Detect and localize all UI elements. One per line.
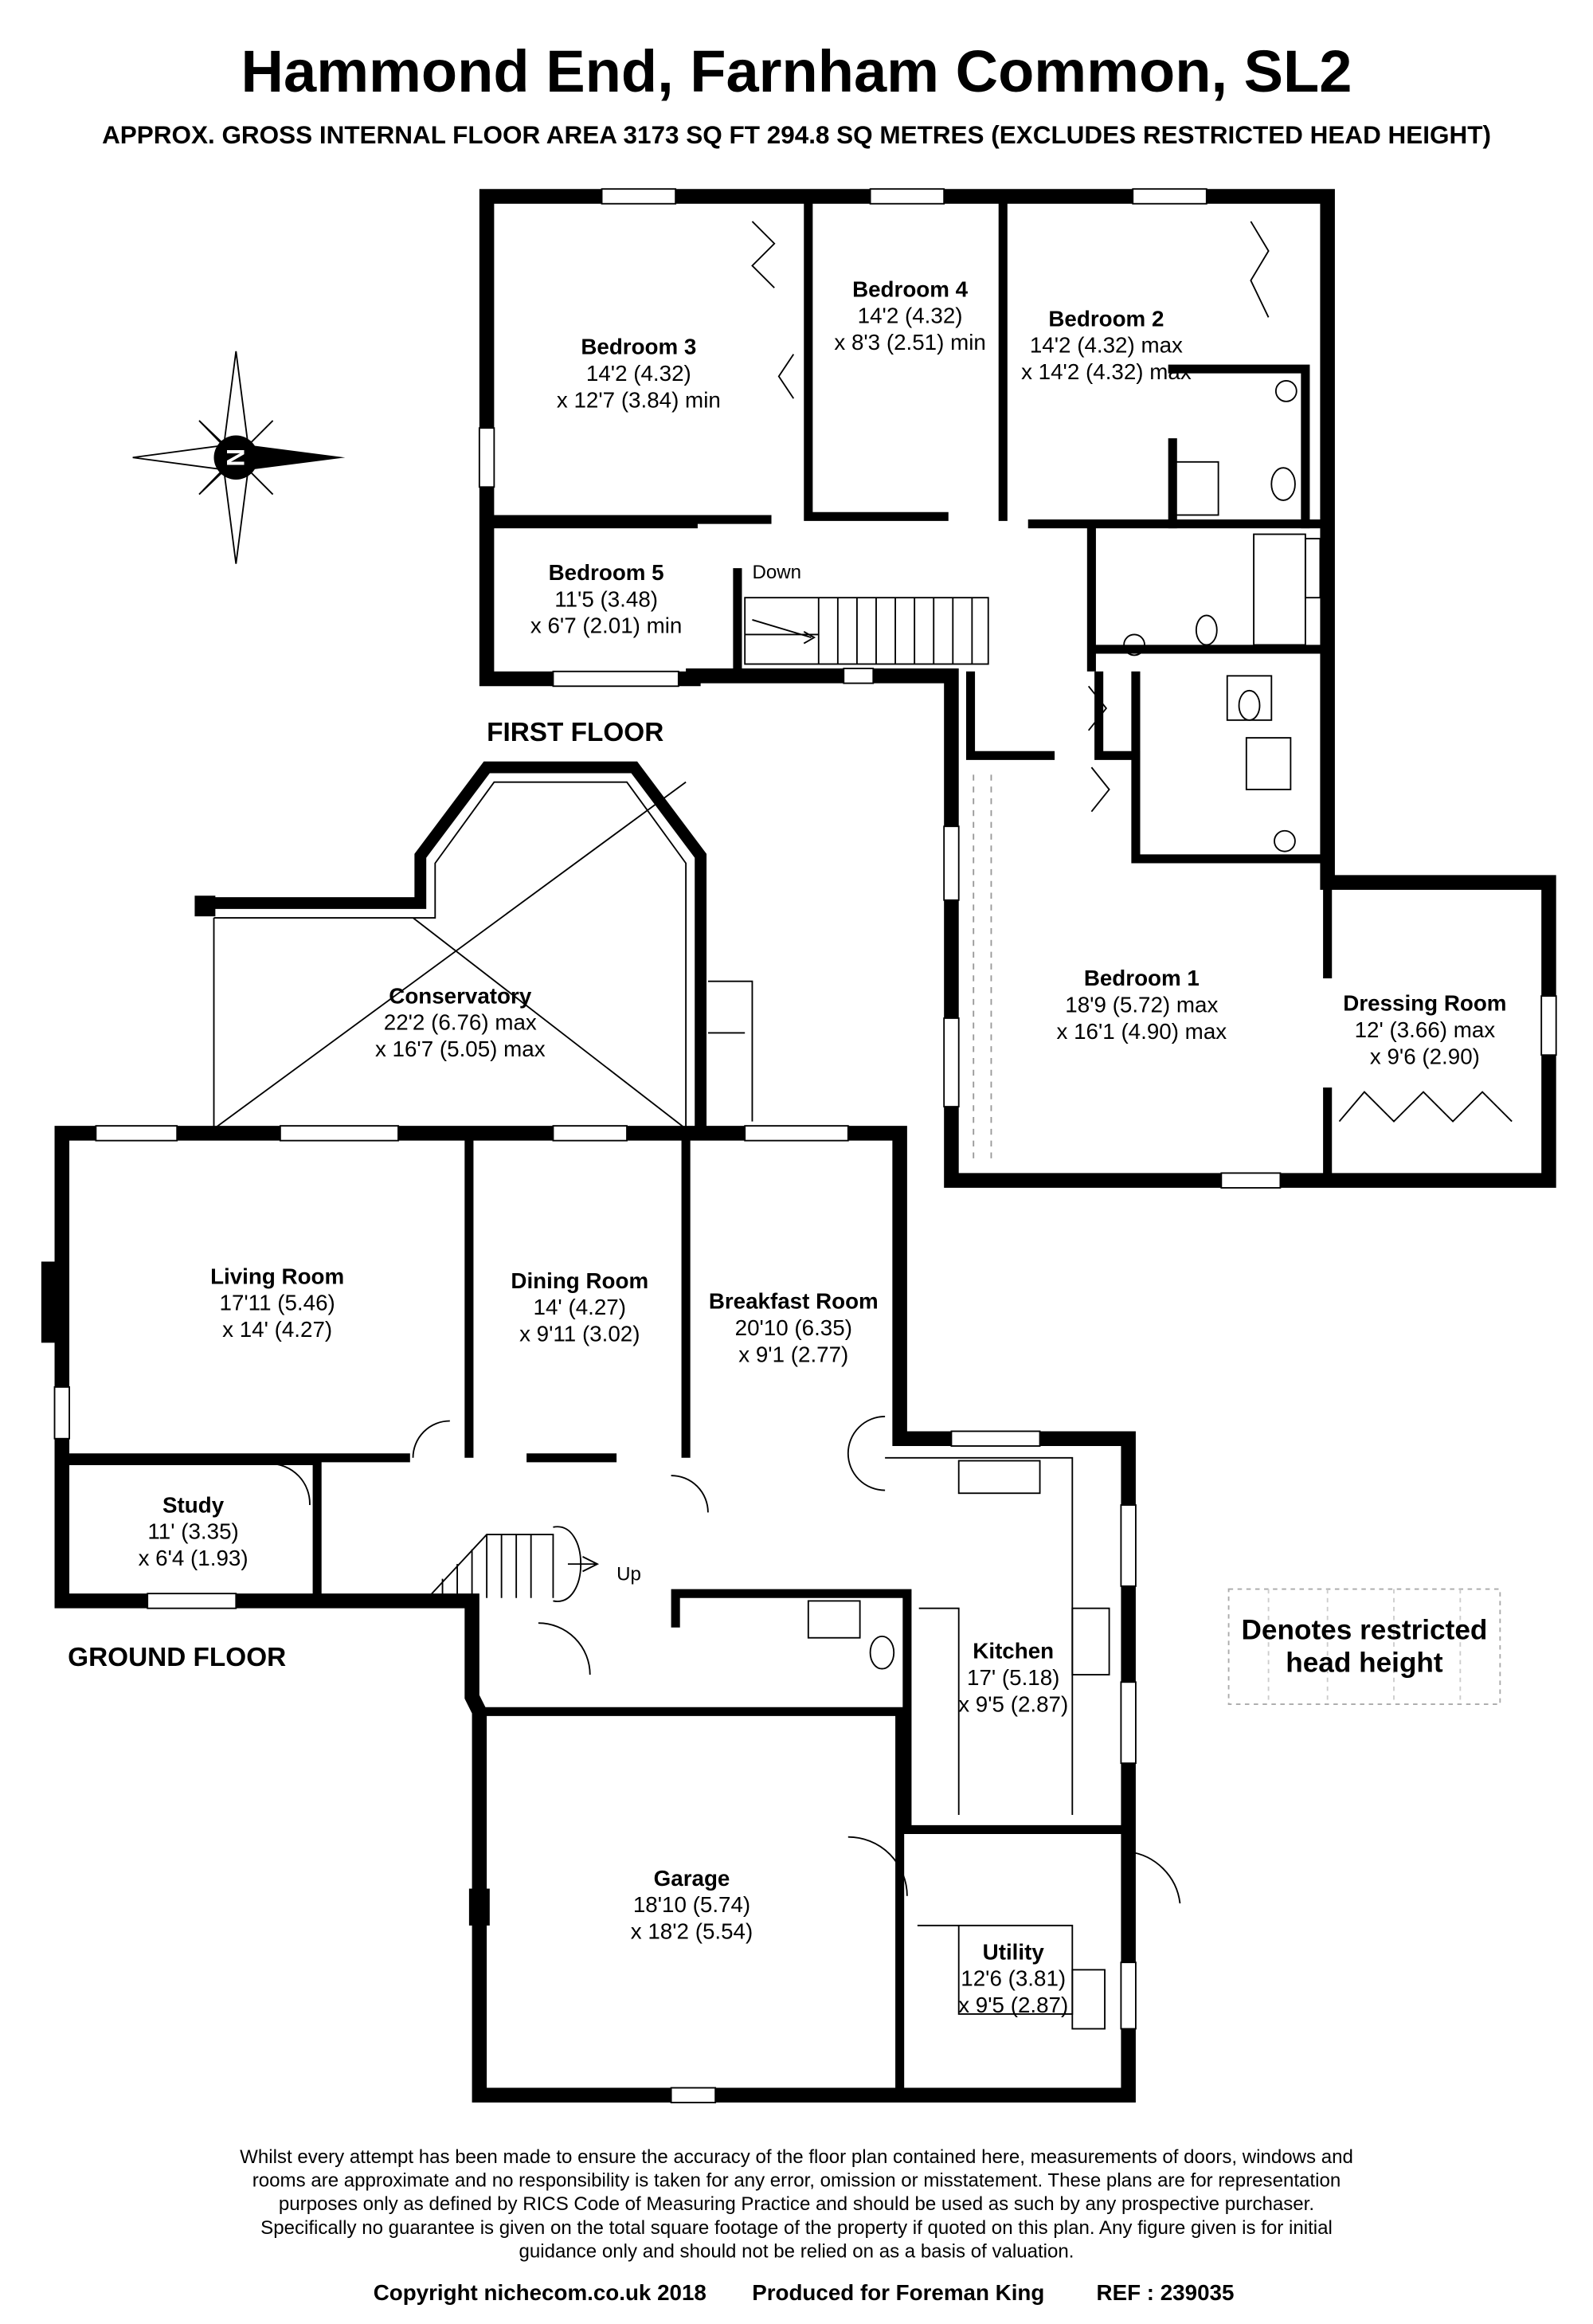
- svg-text:purposes only as defined by RI: purposes only as defined by RICS Code of…: [279, 2193, 1314, 2215]
- svg-text:Bedroom 1: Bedroom 1: [1084, 966, 1200, 990]
- svg-text:Kitchen: Kitchen: [973, 1639, 1054, 1664]
- svg-text:Breakfast Room: Breakfast Room: [709, 1289, 879, 1314]
- svg-text:Bedroom 4: Bedroom 4: [852, 276, 969, 301]
- room-bedroom-1: Bedroom 1 18'9 (5.72) max x 16'1 (4.90) …: [1057, 966, 1227, 1044]
- room-kitchen: Kitchen 17' (5.18) x 9'5 (2.87): [958, 1639, 1068, 1717]
- svg-text:x 14' (4.27): x 14' (4.27): [222, 1317, 332, 1342]
- stairs-down: [744, 597, 989, 665]
- compass-rose-icon: N: [132, 351, 346, 564]
- svg-text:x 14'2 (4.32) max: x 14'2 (4.32) max: [1021, 359, 1192, 384]
- reference: REF : 239035: [1097, 2280, 1235, 2305]
- svg-text:head height: head height: [1286, 1647, 1443, 1678]
- svg-text:x 6'4 (1.93): x 6'4 (1.93): [139, 1546, 249, 1570]
- svg-text:x 12'7 (3.84) min: x 12'7 (3.84) min: [557, 387, 721, 412]
- svg-text:Dining Room: Dining Room: [511, 1268, 648, 1293]
- svg-text:Bedroom 3: Bedroom 3: [581, 335, 696, 359]
- room-conservatory: Conservatory 22'2 (6.76) max x 16'7 (5.0…: [375, 983, 546, 1061]
- room-bedroom-5: Bedroom 5 11'5 (3.48) x 6'7 (2.01) min: [530, 560, 682, 638]
- room-living-room: Living Room 17'11 (5.46) x 14' (4.27): [210, 1264, 344, 1342]
- svg-text:x 9'11 (3.02): x 9'11 (3.02): [519, 1322, 640, 1346]
- room-dressing-room: Dressing Room 12' (3.66) max x 9'6 (2.90…: [1343, 991, 1506, 1069]
- svg-text:Garage: Garage: [654, 1866, 730, 1891]
- svg-text:14'2 (4.32): 14'2 (4.32): [586, 361, 691, 386]
- svg-text:x 16'1 (4.90) max: x 16'1 (4.90) max: [1057, 1019, 1227, 1044]
- produced-for: Produced for Foreman King: [752, 2280, 1044, 2305]
- svg-text:11'5 (3.48): 11'5 (3.48): [554, 586, 658, 611]
- svg-text:12'6 (3.81): 12'6 (3.81): [961, 1966, 1066, 1991]
- svg-text:x 9'5 (2.87): x 9'5 (2.87): [958, 1691, 1068, 1716]
- room-bedroom-2: Bedroom 2 14'2 (4.32) max x 14'2 (4.32) …: [1021, 306, 1192, 384]
- page-title: Hammond End, Farnham Common, SL2: [241, 38, 1352, 104]
- svg-text:22'2 (6.76) max: 22'2 (6.76) max: [384, 1010, 537, 1035]
- svg-text:rooms are approximate and no r: rooms are approximate and no responsibil…: [252, 2170, 1341, 2192]
- svg-text:12' (3.66) max: 12' (3.66) max: [1355, 1017, 1496, 1042]
- first-floor-label: FIRST FLOOR: [487, 718, 663, 747]
- ground-floor-plan: Up GROUND FLOOR Conservatory 22'2 (6.76)…: [41, 761, 1181, 2103]
- svg-text:11' (3.35): 11' (3.35): [147, 1519, 238, 1544]
- stairs-down-label: Down: [752, 562, 801, 583]
- svg-text:18'10 (5.74): 18'10 (5.74): [633, 1892, 750, 1917]
- svg-text:Study: Study: [162, 1492, 225, 1517]
- svg-text:14' (4.27): 14' (4.27): [534, 1295, 626, 1319]
- svg-text:x 6'7 (2.01) min: x 6'7 (2.01) min: [530, 613, 682, 638]
- svg-text:18'9 (5.72) max: 18'9 (5.72) max: [1065, 993, 1218, 1017]
- svg-text:x 8'3 (2.51) min: x 8'3 (2.51) min: [834, 330, 985, 355]
- svg-text:Denotes restricted: Denotes restricted: [1242, 1615, 1488, 1646]
- room-bedroom-3: Bedroom 3 14'2 (4.32) x 12'7 (3.84) min: [557, 335, 721, 413]
- ground-floor-label: GROUND FLOOR: [68, 1643, 286, 1672]
- disclaimer: Whilst every attempt has been made to en…: [240, 2146, 1353, 2263]
- svg-text:Dressing Room: Dressing Room: [1343, 991, 1506, 1016]
- room-bedroom-4: Bedroom 4 14'2 (4.32) x 8'3 (2.51) min: [834, 276, 985, 355]
- room-dining-room: Dining Room 14' (4.27) x 9'11 (3.02): [511, 1268, 648, 1346]
- stairs-up-label: Up: [616, 1564, 641, 1585]
- restricted-height-legend: Denotes restricted head height: [1227, 1588, 1501, 1705]
- room-breakfast-room: Breakfast Room 20'10 (6.35) x 9'1 (2.77): [709, 1289, 879, 1367]
- svg-text:x 18'2 (5.54): x 18'2 (5.54): [631, 1919, 753, 1944]
- svg-text:14'2 (4.32) max: 14'2 (4.32) max: [1030, 333, 1183, 358]
- stairs-up: [427, 1526, 600, 1602]
- copyright: Copyright nichecom.co.uk 2018: [374, 2280, 706, 2305]
- room-utility: Utility 12'6 (3.81) x 9'5 (2.87): [958, 1939, 1068, 2017]
- svg-text:x 9'5 (2.87): x 9'5 (2.87): [958, 1993, 1068, 2017]
- svg-text:Whilst every attempt has been: Whilst every attempt has been made to en…: [240, 2146, 1353, 2168]
- svg-text:14'2 (4.32): 14'2 (4.32): [858, 304, 963, 328]
- room-garage: Garage 18'10 (5.74) x 18'2 (5.54): [631, 1866, 753, 1944]
- svg-text:guidance only and should not b: guidance only and should not be relied o…: [519, 2241, 1074, 2263]
- svg-text:20'10 (6.35): 20'10 (6.35): [735, 1315, 852, 1340]
- first-floor-plan: Down FIRST FLOOR Bedroom 3 14'2 (4.32) x…: [478, 188, 1557, 1189]
- svg-text:Specifically no guarantee is g: Specifically no guarantee is given on th…: [260, 2217, 1333, 2239]
- room-study: Study 11' (3.35) x 6'4 (1.93): [139, 1492, 249, 1570]
- svg-text:Living Room: Living Room: [210, 1264, 344, 1288]
- svg-text:Conservatory: Conservatory: [389, 983, 532, 1008]
- svg-text:17'11 (5.46): 17'11 (5.46): [220, 1291, 335, 1315]
- svg-text:Bedroom 2: Bedroom 2: [1048, 306, 1164, 331]
- svg-text:x 9'1 (2.77): x 9'1 (2.77): [738, 1342, 848, 1366]
- svg-text:x 16'7 (5.05) max: x 16'7 (5.05) max: [375, 1037, 546, 1061]
- svg-text:x 9'6 (2.90): x 9'6 (2.90): [1370, 1044, 1480, 1068]
- north-letter: N: [221, 449, 249, 467]
- svg-text:17' (5.18): 17' (5.18): [967, 1665, 1059, 1690]
- svg-text:Bedroom 5: Bedroom 5: [549, 560, 664, 585]
- svg-text:Utility: Utility: [983, 1939, 1045, 1964]
- floor-area-subtitle: APPROX. GROSS INTERNAL FLOOR AREA 3173 S…: [102, 121, 1491, 149]
